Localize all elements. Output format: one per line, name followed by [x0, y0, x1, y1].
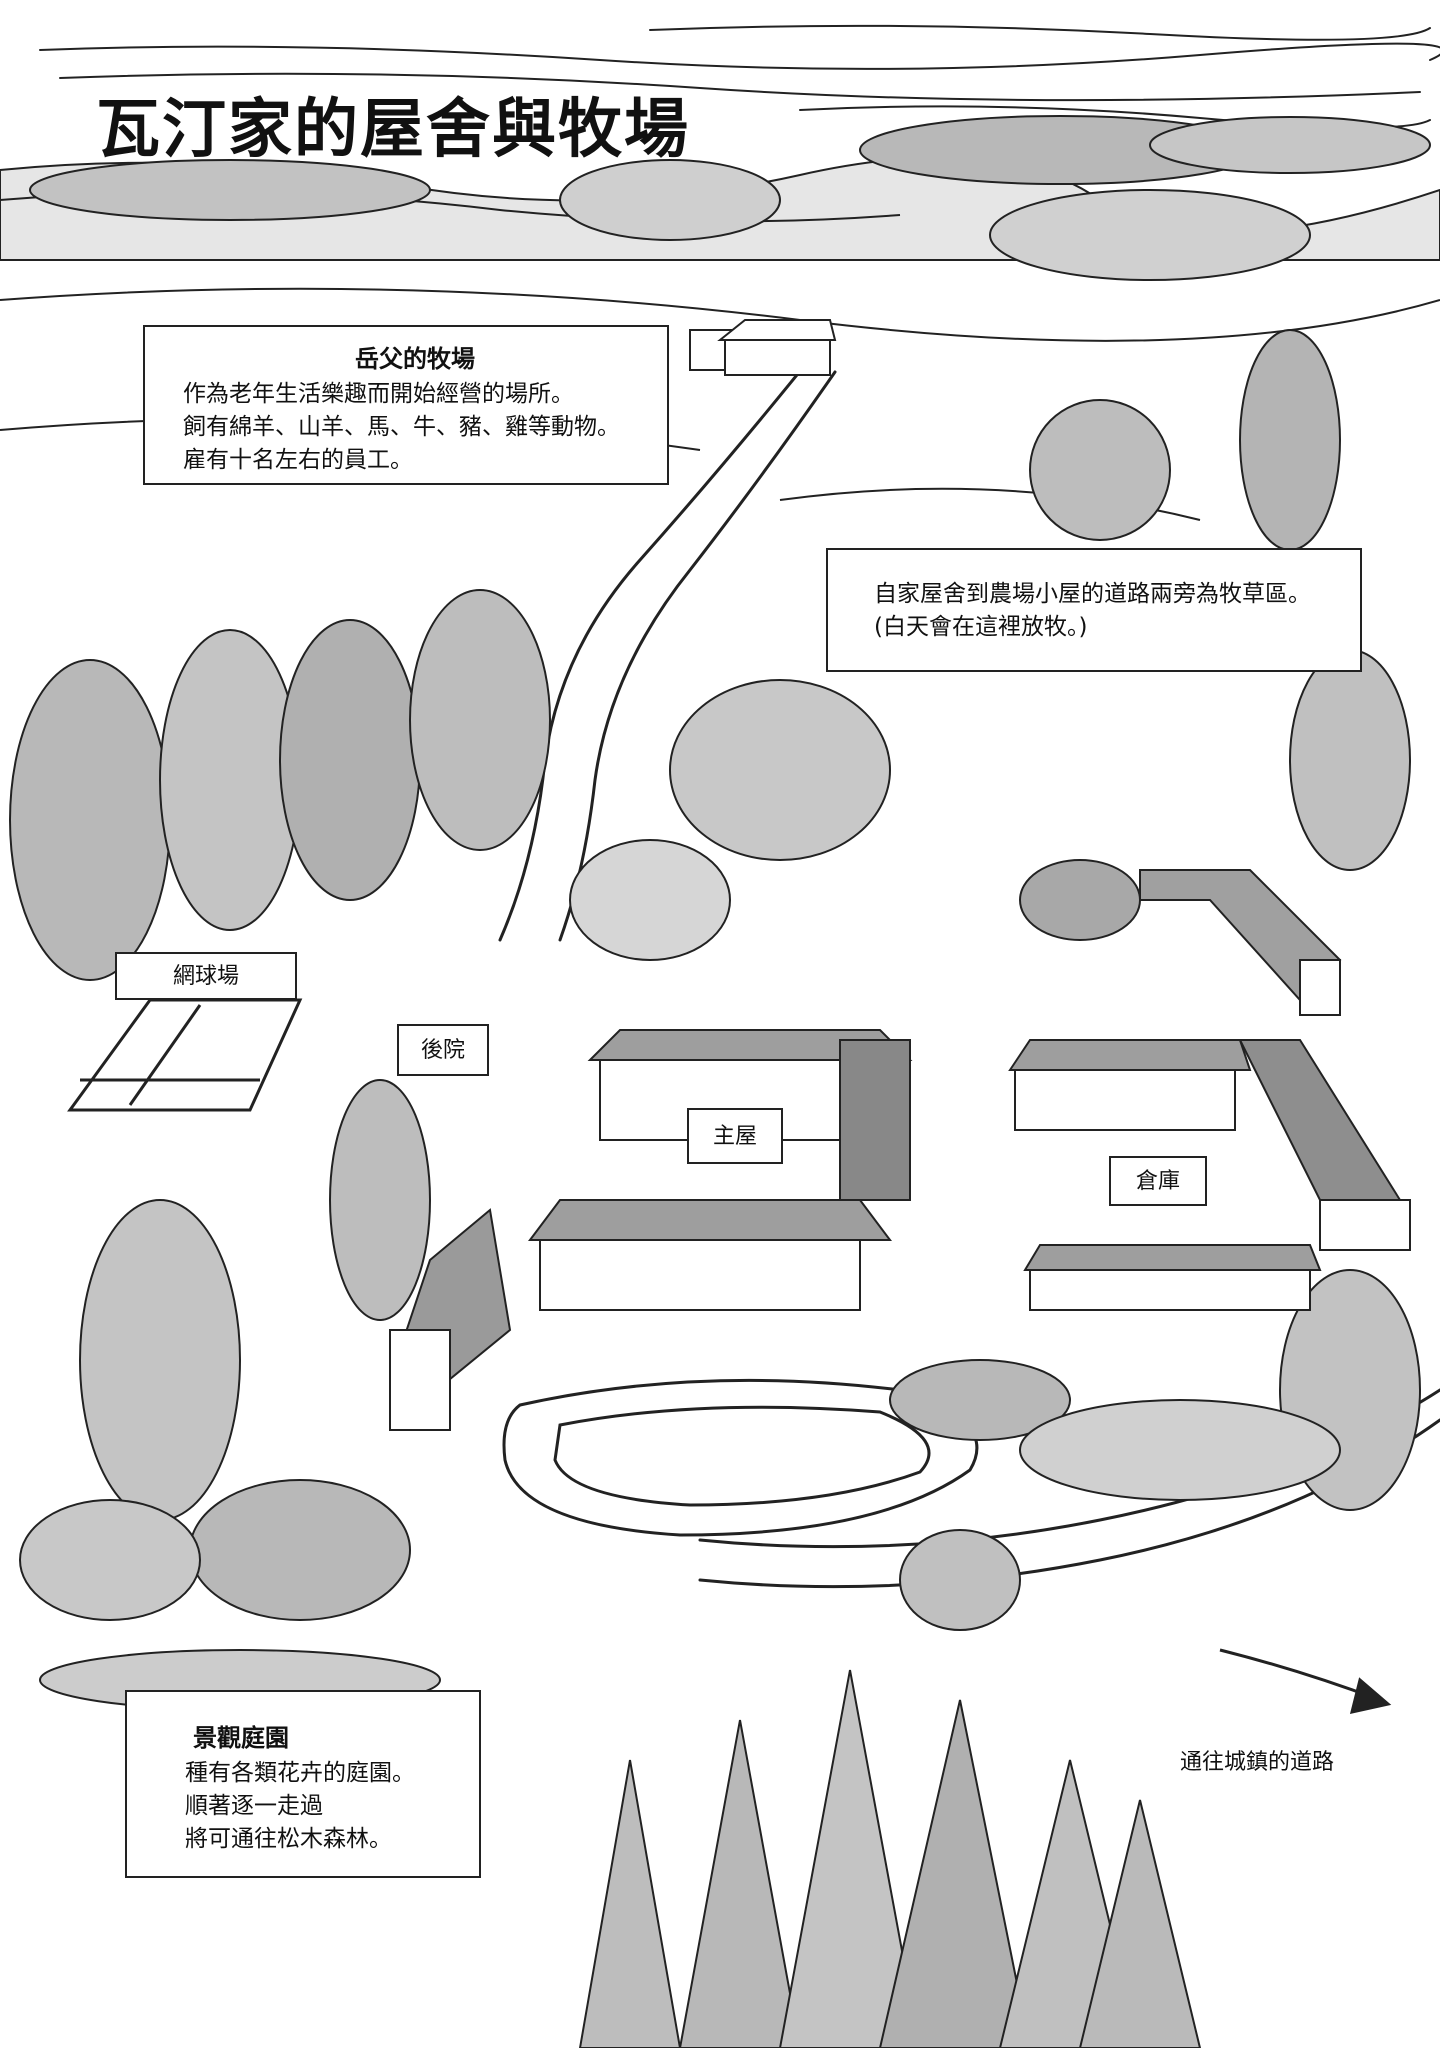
- garden-line-2: 順著逐一走過: [185, 1793, 323, 1819]
- main-house-building: [388, 1029, 913, 1431]
- ranch-line-1: 作為老年生活樂趣而開始經營的場所。: [183, 381, 574, 407]
- ranch-buildings: [689, 319, 837, 376]
- main-house-label: 主屋: [687, 1108, 783, 1164]
- ranch-line-3: 雇有十名左右的員工。: [183, 447, 413, 473]
- warehouse-label: 倉庫: [1109, 1156, 1207, 1206]
- tennis-court-label: 網球場: [115, 952, 297, 1000]
- pine-forest: [578, 1669, 1202, 2048]
- warehouse-building: [1008, 869, 1411, 1311]
- pasture-callout: 自家屋舍到農場小屋的道路兩旁為牧草區。 (白天會在這裡放牧。): [826, 548, 1362, 672]
- distant-hills: [0, 115, 1440, 281]
- backyard-label: 後院: [397, 1024, 489, 1076]
- page-title: 瓦汀家的屋舍與牧場: [96, 93, 690, 167]
- garden-callout: 景觀庭園 種有各類花卉的庭園。 順著逐一走過 將可通往松木森林。: [125, 1690, 481, 1878]
- ranch-heading: 岳父的牧場: [355, 345, 475, 373]
- garden-line-1: 種有各類花卉的庭園。: [185, 1760, 415, 1786]
- pasture-line-2: (白天會在這裡放牧。): [874, 614, 1088, 640]
- garden-heading: 景觀庭園: [193, 1724, 289, 1752]
- road-to-town-label: 通往城鎮的道路: [1180, 1750, 1335, 1775]
- ranch-line-2: 飼有綿羊、山羊、馬、牛、豬、雞等動物。: [183, 414, 620, 440]
- tennis-court: [67, 998, 303, 1112]
- road-arrow: [1219, 1648, 1392, 1714]
- ranch-callout: 岳父的牧場 作為老年生活樂趣而開始經營的場所。 飼有綿羊、山羊、馬、牛、豬、雞等…: [143, 325, 669, 485]
- pond: [502, 1378, 979, 1537]
- pasture-line-1: 自家屋舍到農場小屋的道路兩旁為牧草區。: [874, 581, 1311, 607]
- garden-line-3: 將可通往松木森林。: [185, 1826, 392, 1852]
- foliage: [9, 329, 1421, 1711]
